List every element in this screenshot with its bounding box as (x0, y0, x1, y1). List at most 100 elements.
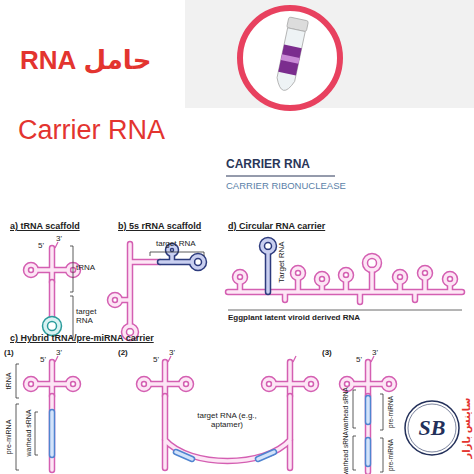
tube-illustration (275, 28, 305, 92)
header-rule (226, 176, 335, 177)
rrna-scaffold (150, 252, 204, 256)
logo-ring (405, 401, 459, 455)
hybrid-carrier-1 (50, 412, 54, 455)
hybrid-carrier-1 (16, 364, 38, 470)
end-label: 3' (56, 235, 62, 244)
hybrid-carrier-3 (365, 398, 372, 464)
title-arabic: حامل RNA (20, 46, 151, 75)
hybrid-carrier-3 (366, 398, 370, 464)
rrna-scaffold (120, 244, 160, 326)
hybrid-carrier-2 (264, 356, 316, 396)
tube-illustration (281, 54, 300, 64)
circular-rna (317, 274, 327, 284)
end-label: 5' (40, 356, 46, 365)
part-label: Target RNA (278, 241, 287, 282)
product-subtitle: CARRIER RIBONUCLEASE (226, 181, 346, 191)
circular-rna (235, 272, 245, 282)
end-label: 3' (56, 349, 62, 358)
circular-rna (265, 252, 272, 292)
part-label: pre-miRNA (387, 396, 394, 428)
hybrid-carrier-2 (165, 396, 290, 468)
trna-scaffold (26, 242, 78, 338)
circular-rna (445, 274, 455, 284)
rrna-scaffold (120, 244, 160, 326)
circular-rna (228, 240, 462, 310)
end-label: 3' (169, 349, 175, 358)
part-label: warhead sRNA (25, 409, 33, 456)
rrna-scaffold (160, 255, 192, 262)
logo-text: ساینس بازار (461, 398, 472, 459)
hybrid-carrier-2 (165, 396, 290, 468)
hybrid-carrier-2 (139, 356, 191, 396)
trna-scaffold (45, 319, 59, 333)
hybrid-carrier-1 (16, 356, 78, 470)
product-name: CARRIER RNA (226, 158, 310, 171)
trna-scaffold (70, 246, 73, 338)
trna-scaffold (49, 282, 56, 318)
part-label: target RNA (76, 308, 106, 326)
end-label: 5' (153, 356, 159, 365)
trna-scaffold (50, 282, 54, 318)
end-label: 5' (356, 356, 362, 365)
circular-rna (395, 272, 405, 282)
sub-panel-number: (3) (322, 349, 332, 358)
circular-rna (228, 270, 462, 302)
product-ring (240, 8, 340, 108)
circular-rna (262, 240, 274, 252)
panel-heading: c) Hybrid tRNA/pre-miRNA carrier (10, 334, 154, 344)
hybrid-carrier-3 (365, 396, 372, 472)
tube-illustration (278, 44, 301, 75)
hybrid-carrier-1 (49, 412, 56, 455)
circular-rna (365, 256, 379, 270)
part-label: pre-miRNA (387, 439, 394, 471)
panel-heading: d) Circular RNA carrier (228, 222, 325, 232)
title-english: Carrier RNA (18, 116, 165, 146)
circular-rna (365, 256, 379, 270)
rrna-scaffold (192, 256, 204, 268)
hybrid-carrier-3 (342, 356, 394, 396)
trna-scaffold (45, 319, 59, 333)
circular-rna (341, 270, 351, 280)
tube-illustration (274, 17, 309, 93)
hybrid-carrier-3 (342, 356, 394, 472)
rrna-scaffold (192, 256, 204, 268)
rrna-scaffold (110, 295, 120, 305)
hybrid-carrier-2 (139, 356, 316, 468)
part-label: tRNA (76, 264, 95, 273)
circular-rna (228, 310, 462, 311)
rrna-scaffold (110, 244, 204, 338)
circular-rna (317, 274, 327, 284)
circular-rna (395, 272, 405, 282)
panel-heading: b) 5s rRNA scaffold (118, 222, 201, 232)
part-label: Eggplant latent viroid derived RNA (228, 314, 360, 323)
end-label: 3' (372, 349, 378, 358)
part-label: warhead sRNA (342, 431, 349, 474)
circular-rna (420, 268, 430, 278)
hybrid-carrier-3 (353, 390, 383, 472)
hybrid-carrier-3 (366, 396, 370, 472)
part-label: pre-miRNA (5, 420, 13, 455)
hybrid-carrier-1 (49, 396, 56, 470)
circular-rna (266, 252, 270, 292)
circular-rna (445, 274, 455, 284)
part-label: target RNA (156, 240, 196, 249)
circular-rna (262, 240, 274, 252)
part-label: target RNA (e.g., aptamer) (192, 412, 262, 430)
circular-rna (293, 268, 303, 278)
rrna-scaffold (110, 295, 120, 305)
part-label: warhead sRNA (342, 387, 349, 431)
logo-mark: SB (419, 416, 446, 440)
part-label: tRNA (5, 373, 13, 390)
panel-heading: a) tRNA scaffold (10, 222, 80, 232)
hybrid-carrier-2 (176, 452, 274, 459)
circular-rna (235, 272, 245, 282)
header-band (185, 0, 474, 108)
sub-panel-number: (2) (118, 349, 128, 358)
hybrid-carrier-1 (50, 396, 54, 470)
trna-scaffold (26, 242, 78, 282)
hybrid-carrier-1 (26, 356, 78, 396)
hybrid-carrier-2 (176, 452, 274, 459)
logo-ring (408, 404, 456, 452)
circular-rna (341, 270, 351, 280)
